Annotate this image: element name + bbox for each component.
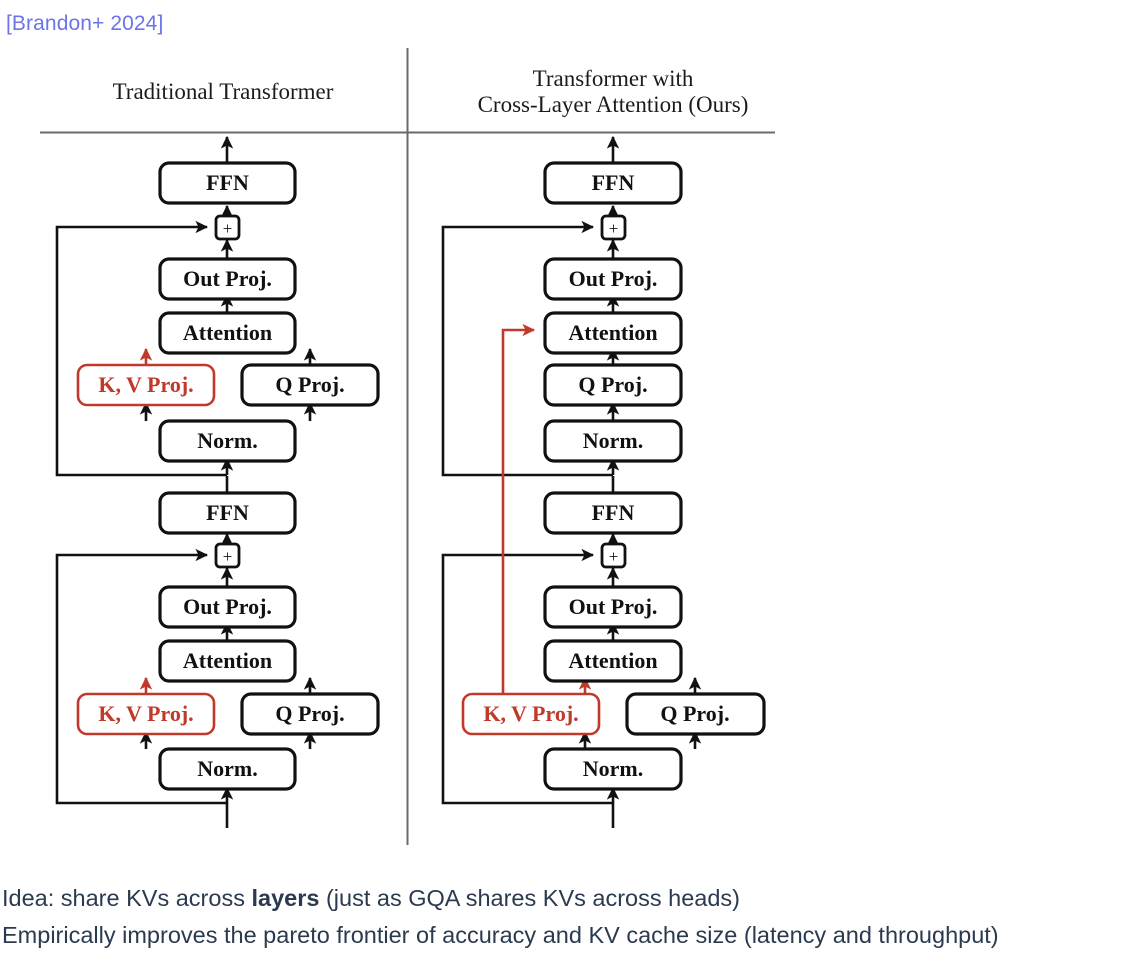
node-kv-proj-top-label: K, V Proj. <box>98 372 193 397</box>
r-node-kv-proj-bot[interactable]: K, V Proj. <box>461 692 601 736</box>
node-q-proj-bot-label: Q Proj. <box>275 701 344 726</box>
node-q-proj-top[interactable]: Q Proj. <box>240 363 380 407</box>
node-q-proj-bot[interactable]: Q Proj. <box>240 692 380 736</box>
r-node-add-bot[interactable]: + <box>600 542 627 569</box>
note-2-pre: Empirically improves the pareto frontier… <box>2 922 999 948</box>
left-panel: FFN + Out Proj. Attention K, V Proj. Q P… <box>55 135 380 828</box>
right-panel-title-line2: Cross-Layer Attention (Ours) <box>478 92 749 117</box>
residual-wire-lower-right <box>441 548 613 805</box>
architecture-diagram: Traditional Transformer Transformer with… <box>40 48 775 845</box>
node-attention-top-label: Attention <box>183 320 272 345</box>
node-ffn-bot[interactable]: FFN <box>158 491 297 535</box>
node-kv-proj-bot[interactable]: K, V Proj. <box>76 692 216 736</box>
r-node-add-top[interactable]: + <box>600 214 627 241</box>
r-node-attention-bot[interactable]: Attention <box>543 639 683 683</box>
node-add-bot-label: + <box>223 547 233 566</box>
residual-wire-upper-left <box>55 220 227 477</box>
node-q-proj-top-label: Q Proj. <box>275 372 344 397</box>
r-node-q-proj-bot[interactable]: Q Proj. <box>625 692 766 736</box>
node-norm-top[interactable]: Norm. <box>158 419 297 463</box>
node-out-proj-bot[interactable]: Out Proj. <box>158 585 297 629</box>
r-node-q-proj-top[interactable]: Q Proj. <box>543 363 683 407</box>
r-node-ffn-bot-label: FFN <box>592 500 635 525</box>
r-node-kv-proj-bot-label: K, V Proj. <box>483 701 578 726</box>
residual-wire-lower-left <box>55 548 227 805</box>
r-node-out-proj-top-label: Out Proj. <box>569 266 658 291</box>
node-kv-proj-bot-label: K, V Proj. <box>98 701 193 726</box>
r-node-norm-bot-label: Norm. <box>583 756 643 781</box>
citation-label: [Brandon+ 2024] <box>6 12 164 35</box>
node-add-top[interactable]: + <box>214 214 241 241</box>
r-node-ffn-bot[interactable]: FFN <box>543 491 683 535</box>
r-node-out-proj-top[interactable]: Out Proj. <box>543 257 683 301</box>
node-norm-top-label: Norm. <box>197 428 257 453</box>
r-node-out-proj-bot-label: Out Proj. <box>569 594 658 619</box>
node-add-bot[interactable]: + <box>214 542 241 569</box>
node-norm-bot[interactable]: Norm. <box>158 747 297 791</box>
node-norm-bot-label: Norm. <box>197 756 257 781</box>
residual-wire-upper-right <box>441 220 613 477</box>
left-panel-title: Traditional Transformer <box>113 79 334 104</box>
note-line-1: Idea: share KVs across layers (just as G… <box>0 880 1132 917</box>
node-attention-bot[interactable]: Attention <box>158 639 297 683</box>
r-node-add-top-label: + <box>609 219 619 238</box>
node-ffn-top[interactable]: FFN <box>158 161 297 205</box>
right-panel-title-line1: Transformer with <box>533 66 694 91</box>
note-line-2: Empirically improves the pareto frontier… <box>0 917 1132 954</box>
notes-list: Idea: share KVs across layers (just as G… <box>0 880 1132 954</box>
r-node-norm-top[interactable]: Norm. <box>543 419 683 463</box>
r-node-q-proj-bot-label: Q Proj. <box>660 701 729 726</box>
r-node-norm-bot[interactable]: Norm. <box>543 747 683 791</box>
note-1-pre: Idea: share KVs across <box>2 885 252 911</box>
right-panel: FFN + Out Proj. Attention Q Proj. Norm. … <box>441 135 766 828</box>
node-attention-bot-label: Attention <box>183 648 272 673</box>
cross-layer-kv-wire <box>501 323 536 694</box>
r-node-ffn-top[interactable]: FFN <box>543 161 683 205</box>
node-attention-top[interactable]: Attention <box>158 311 297 355</box>
note-1-post: (just as GQA shares KVs across heads) <box>319 885 740 911</box>
node-out-proj-top[interactable]: Out Proj. <box>158 257 297 301</box>
r-node-q-proj-top-label: Q Proj. <box>578 372 647 397</box>
r-node-out-proj-bot[interactable]: Out Proj. <box>543 585 683 629</box>
note-1-bold: layers <box>251 885 320 911</box>
r-node-ffn-top-label: FFN <box>592 170 635 195</box>
node-out-proj-top-label: Out Proj. <box>183 266 272 291</box>
node-add-top-label: + <box>223 219 233 238</box>
r-node-attention-bot-label: Attention <box>568 648 657 673</box>
r-node-attention-top-label: Attention <box>568 320 657 345</box>
r-node-attention-top[interactable]: Attention <box>543 311 683 355</box>
node-ffn-top-label: FFN <box>206 170 249 195</box>
node-kv-proj-top[interactable]: K, V Proj. <box>76 363 216 407</box>
r-node-norm-top-label: Norm. <box>583 428 643 453</box>
r-node-add-bot-label: + <box>609 547 619 566</box>
node-ffn-bot-label: FFN <box>206 500 249 525</box>
node-out-proj-bot-label: Out Proj. <box>183 594 272 619</box>
